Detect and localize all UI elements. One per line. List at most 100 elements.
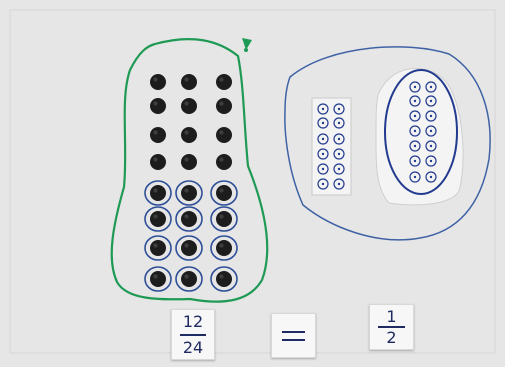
- small-counter-dot: [321, 182, 325, 186]
- counter-highlight: [184, 243, 189, 248]
- small-counter-drawing: [317, 103, 329, 115]
- counter-circled: [181, 185, 197, 201]
- oval-card-circles: [409, 81, 437, 183]
- small-counter-drawing: [317, 117, 329, 129]
- oval-counter-drawing: [409, 140, 421, 152]
- small-counter-dot: [337, 152, 341, 156]
- counter-highlight: [153, 214, 158, 219]
- counter-circled: [181, 240, 197, 256]
- counter: [150, 154, 166, 170]
- small-counter-drawing: [333, 148, 345, 160]
- counter-ring: [144, 235, 172, 261]
- counter-ring: [210, 180, 238, 206]
- oval-counter-drawing: [409, 155, 421, 167]
- counter: [150, 98, 166, 114]
- oval-counter-drawing: [425, 125, 437, 137]
- counter: [181, 154, 197, 170]
- counter-highlight: [153, 188, 158, 193]
- small-counter-drawing: [317, 178, 329, 190]
- paper-border: [9, 9, 496, 354]
- counter-circled: [150, 211, 166, 227]
- counter-highlight: [219, 214, 224, 219]
- counter-circled: [150, 185, 166, 201]
- counter: [150, 127, 166, 143]
- small-counter-dot: [321, 107, 325, 111]
- counter-ring: [210, 266, 238, 292]
- counter: [216, 74, 232, 90]
- oval-counter-drawing: [425, 155, 437, 167]
- counter-highlight: [184, 101, 189, 106]
- counter-circled: [216, 240, 232, 256]
- small-counter-drawing: [333, 103, 345, 115]
- small-counter-dot: [337, 182, 341, 186]
- counter-highlight: [153, 101, 158, 106]
- counter-highlight: [153, 157, 158, 162]
- counter-highlight: [184, 214, 189, 219]
- oval-card: [375, 68, 464, 206]
- small-counter-dot: [337, 121, 341, 125]
- counter-highlight: [184, 274, 189, 279]
- counter: [181, 98, 197, 114]
- small-counter-dot: [337, 107, 341, 111]
- small-counter-dot: [321, 137, 325, 141]
- small-counter-drawing: [333, 133, 345, 145]
- counter-circled: [181, 271, 197, 287]
- counter-ring: [175, 206, 203, 232]
- counter-highlight: [219, 77, 224, 82]
- counter: [150, 74, 166, 90]
- counter-ring: [175, 235, 203, 261]
- small-counter-drawing: [317, 163, 329, 175]
- counter-circled: [216, 185, 232, 201]
- counter-highlight: [184, 157, 189, 162]
- oval-card-outline: [384, 69, 458, 195]
- small-counter-dot: [337, 167, 341, 171]
- oval-counter-dot: [429, 159, 433, 163]
- counter-ring: [210, 206, 238, 232]
- counter-circled: [216, 271, 232, 287]
- counter-highlight: [219, 188, 224, 193]
- oval-counter-dot: [429, 99, 433, 103]
- oval-counter-drawing: [425, 95, 437, 107]
- counter-highlight: [184, 77, 189, 82]
- oval-counter-dot: [413, 159, 417, 163]
- counter-ring: [175, 266, 203, 292]
- oval-counter-dot: [413, 85, 417, 89]
- fraction-denominator: 2: [386, 328, 397, 347]
- oval-counter-dot: [429, 175, 433, 179]
- oval-counter-drawing: [409, 125, 421, 137]
- counter-highlight: [153, 77, 158, 82]
- oval-counter-dot: [429, 85, 433, 89]
- oval-counter-dot: [429, 144, 433, 148]
- oval-counter-dot: [413, 175, 417, 179]
- oval-counter-dot: [429, 114, 433, 118]
- equals-card: [271, 313, 316, 358]
- small-counter-drawing: [333, 117, 345, 129]
- counter: [216, 127, 232, 143]
- blue-string-loop: [284, 46, 491, 241]
- oval-counter-dot: [413, 144, 417, 148]
- counter-ring: [144, 180, 172, 206]
- counter: [181, 74, 197, 90]
- oval-counter-drawing: [409, 171, 421, 183]
- counter-ring: [210, 235, 238, 261]
- oval-counter-drawing: [409, 110, 421, 122]
- oval-counter-dot: [429, 129, 433, 133]
- counter-highlight: [219, 130, 224, 135]
- oval-counter-drawing: [425, 81, 437, 93]
- equals-line-bottom: [282, 339, 305, 341]
- counter-circled: [150, 240, 166, 256]
- green-string-loop: [110, 38, 269, 303]
- oval-counter-drawing: [425, 140, 437, 152]
- counter-highlight: [219, 157, 224, 162]
- small-counter-drawing: [317, 148, 329, 160]
- oval-counter-dot: [413, 129, 417, 133]
- small-counter-drawing: [317, 133, 329, 145]
- counter-ring: [175, 180, 203, 206]
- counter: [216, 154, 232, 170]
- counter-highlight: [184, 130, 189, 135]
- counter: [216, 98, 232, 114]
- oval-counter-drawing: [425, 171, 437, 183]
- small-counter-dot: [337, 137, 341, 141]
- counter-highlight: [184, 188, 189, 193]
- equals-line-top: [282, 331, 305, 333]
